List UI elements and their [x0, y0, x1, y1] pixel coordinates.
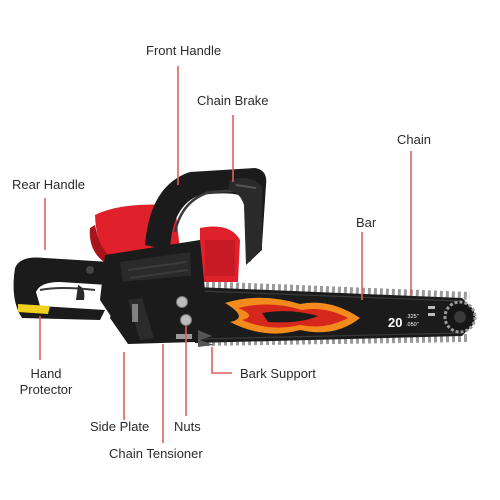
label-chain-tensioner: Chain Tensioner	[109, 446, 203, 461]
chain-brake-shape	[228, 178, 262, 265]
bark-support-spikes	[198, 330, 214, 347]
label-hand-protector: Hand Protector	[13, 366, 79, 398]
leader-lines	[39, 66, 412, 443]
nut-lower	[180, 314, 192, 326]
label-bar: Bar	[356, 215, 377, 230]
rear-handle-shape	[13, 257, 110, 320]
leader-bark-support	[211, 347, 232, 374]
label-nuts: Nuts	[174, 419, 201, 434]
label-hand-protector-line2: Protector	[19, 382, 73, 397]
nut-upper	[176, 296, 188, 308]
label-bark-support: Bark Support	[240, 366, 316, 381]
label-hand-protector-line1: Hand	[30, 366, 62, 381]
warning-tag	[18, 304, 50, 314]
bar-spec-line-1: .325"	[406, 314, 419, 320]
side-plate-shape	[110, 275, 214, 347]
label-chain-brake: Chain Brake	[197, 93, 269, 108]
label-front-handle: Front Handle	[146, 43, 222, 58]
label-chain: Chain	[397, 132, 431, 147]
tensioner-screw	[176, 334, 192, 339]
bar-spec-line-2: .050"	[406, 322, 419, 328]
bar-size-marking: 20	[388, 315, 402, 330]
label-rear-handle: Rear Handle	[12, 177, 85, 192]
label-side-plate: Side Plate	[90, 419, 150, 434]
flame-decal	[225, 297, 360, 334]
